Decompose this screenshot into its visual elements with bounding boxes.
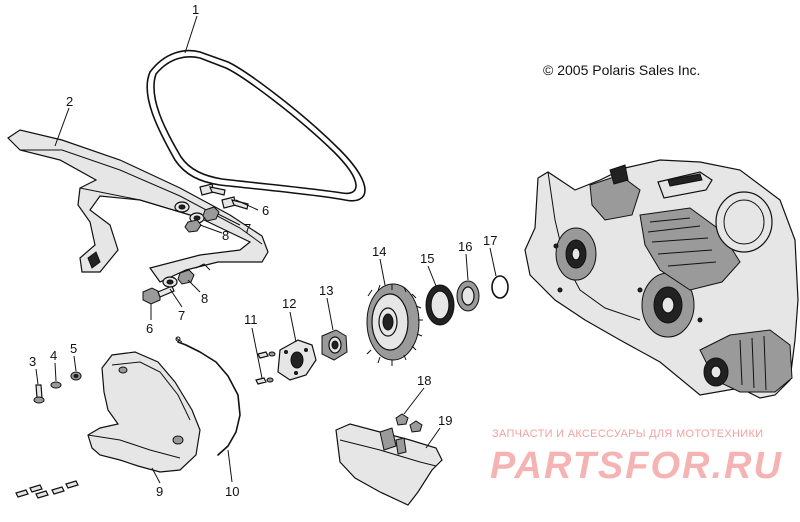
o-ring bbox=[491, 275, 509, 299]
watermark: ЗАПЧАСТИ И АКСЕССУАРЫ ДЛЯ МОТОТЕХНИКИ PA… bbox=[490, 428, 783, 487]
watermark-tagline: ЗАПЧАСТИ И АКСЕССУАРЫ ДЛЯ МОТОТЕХНИКИ bbox=[492, 428, 763, 440]
drive-sprocket bbox=[366, 283, 423, 366]
drive-belt bbox=[146, 49, 366, 202]
shaft-seal bbox=[456, 280, 480, 312]
callout-11: 11 bbox=[244, 312, 258, 327]
inner-cover bbox=[87, 351, 201, 473]
callout-9: 9 bbox=[156, 484, 163, 499]
callout-2: 2 bbox=[66, 94, 73, 109]
callout-19: 19 bbox=[438, 413, 452, 428]
watermark-brand: PARTSFOR.RU bbox=[490, 445, 783, 487]
screws-11 bbox=[255, 351, 276, 385]
callout-labels: 1 2 3 4 5 6 6 7 7 8 8 9 10 11 12 13 14 1… bbox=[29, 2, 497, 499]
callout-17: 17 bbox=[483, 233, 497, 248]
callout-8-upper: 8 bbox=[222, 228, 229, 243]
callout-15: 15 bbox=[420, 251, 434, 266]
callout-10: 10 bbox=[225, 484, 239, 499]
upper-fasteners bbox=[174, 183, 249, 233]
callout-6-upper: 6 bbox=[262, 203, 269, 218]
callout-4: 4 bbox=[50, 348, 57, 363]
callout-1: 1 bbox=[192, 2, 199, 17]
callout-5: 5 bbox=[70, 341, 77, 356]
bottom-screws bbox=[15, 480, 79, 499]
callout-8-lower: 8 bbox=[201, 291, 208, 306]
cover-gasket bbox=[175, 336, 241, 456]
engine-assembly bbox=[524, 159, 799, 399]
small-fasteners-3-4-5 bbox=[33, 371, 82, 404]
lower-fasteners bbox=[142, 263, 211, 305]
skid-plate bbox=[335, 423, 443, 506]
callout-12: 12 bbox=[282, 296, 296, 311]
drive-nut bbox=[321, 329, 348, 361]
callout-18: 18 bbox=[417, 373, 431, 388]
callout-7-lower: 7 bbox=[178, 308, 185, 323]
callout-13: 13 bbox=[319, 283, 333, 298]
callout-7-upper: 7 bbox=[244, 221, 251, 236]
callout-3: 3 bbox=[29, 354, 36, 369]
retainer-plate bbox=[277, 339, 317, 381]
callout-16: 16 bbox=[458, 239, 472, 254]
callout-6-lower: 6 bbox=[146, 321, 153, 336]
sprocket-spacer bbox=[425, 284, 455, 326]
bolts-18 bbox=[395, 413, 423, 433]
copyright-text: © 2005 Polaris Sales Inc. bbox=[543, 62, 700, 78]
leader-lines bbox=[35, 15, 497, 484]
callout-14: 14 bbox=[372, 244, 386, 259]
